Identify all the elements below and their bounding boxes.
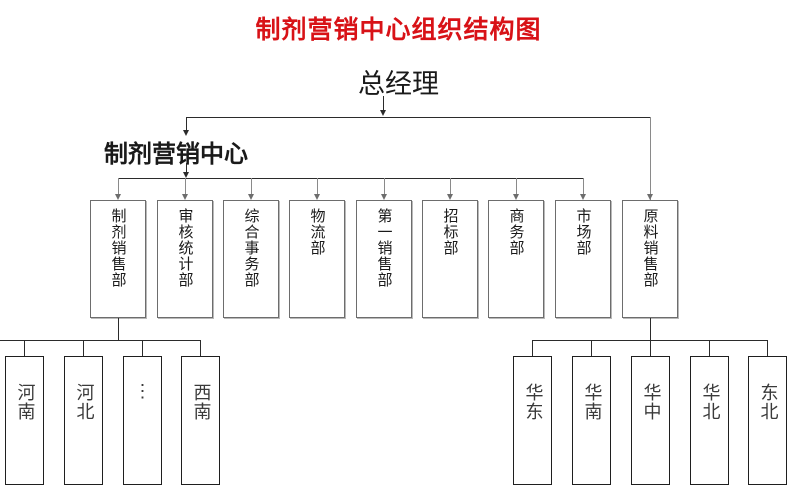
region-label-right-4: 东北 [757, 383, 779, 421]
region-box-left-3[interactable]: 西南 [181, 356, 220, 485]
dept-box-6[interactable]: 商务部 [488, 200, 544, 318]
dept-label-5: 招标部 [441, 208, 460, 256]
region-label-right-3: 华北 [699, 383, 721, 421]
connector-drop-raw-material-sales [650, 117, 651, 200]
dept-box-0[interactable]: 制剂销售部 [90, 200, 146, 318]
connector-drop-region-left-2 [142, 340, 143, 356]
region-box-right-2[interactable]: 华中 [631, 356, 670, 485]
connector-drop-region-left-3 [200, 340, 201, 356]
arrow-dept-5 [446, 194, 453, 200]
region-box-left-2[interactable]: ⋮ [123, 356, 162, 485]
dept-label-7: 市场部 [574, 208, 593, 256]
dept-box-4[interactable]: 第一销售部 [356, 200, 412, 318]
dept-box-2[interactable]: 综合事务部 [223, 200, 279, 318]
region-box-right-1[interactable]: 华南 [572, 356, 611, 485]
connector-drop-dept-1 [185, 178, 186, 196]
dept-label-4: 第一销售部 [375, 208, 394, 288]
node-general-manager: 总经理 [358, 69, 439, 100]
region-box-left-0[interactable]: 河南 [5, 356, 44, 485]
node-marketing-center: 制剂营销中心 [104, 139, 248, 168]
arrow-dept-2 [247, 194, 254, 200]
connector-bus-left-regions [0, 340, 201, 341]
arrow-dept-6 [512, 194, 519, 200]
region-label-right-1: 华南 [581, 383, 603, 421]
page-title: 制剂营销中心组织结构图 [255, 15, 542, 44]
connector-drop-marketing-center [186, 117, 187, 131]
region-box-left-1[interactable]: 河北 [64, 356, 103, 485]
dept-box-3[interactable]: 物流部 [289, 200, 345, 318]
region-box-right-4[interactable]: 东北 [748, 356, 787, 485]
dept-label-6: 商务部 [507, 208, 526, 256]
connector-drop-dept-0 [118, 178, 119, 196]
arrow-dept-7 [579, 194, 586, 200]
connector-drop-dept-5 [450, 178, 451, 196]
connector-stem-right-cluster [650, 318, 651, 340]
connector-drop-dept-4 [384, 178, 385, 196]
dept-label-1: 审核统计部 [176, 208, 195, 288]
dept-label-2: 综合事务部 [242, 208, 261, 288]
arrow-ceo-to-bus [379, 110, 386, 116]
arrow-center-to-dept-bus [182, 172, 189, 178]
connector-ceo-stem [383, 96, 384, 111]
region-label-left-1: 河北 [73, 383, 95, 421]
connector-drop-region-right-2 [650, 340, 651, 356]
region-label-left-3: 西南 [190, 383, 212, 421]
connector-bus-departments [118, 178, 583, 179]
connector-drop-dept-6 [516, 178, 517, 196]
connector-drop-region-left-1 [83, 340, 84, 356]
arrow-dept-4 [380, 194, 387, 200]
connector-drop-region-right-4 [767, 340, 768, 356]
connector-drop-region-right-0 [532, 340, 533, 356]
region-box-right-0[interactable]: 华东 [513, 356, 552, 485]
region-label-left-2: ⋮ [133, 381, 152, 402]
dept-box-1[interactable]: 审核统计部 [157, 200, 213, 318]
arrow-to-raw-material-sales [646, 194, 653, 200]
connector-drop-dept-3 [317, 178, 318, 196]
connector-drop-region-left-0 [24, 340, 25, 356]
region-label-left-0: 河南 [14, 383, 36, 421]
region-box-right-3[interactable]: 华北 [690, 356, 729, 485]
connector-stem-left-cluster [118, 318, 119, 340]
dept-label-3: 物流部 [308, 208, 327, 256]
region-label-right-2: 华中 [640, 383, 662, 421]
dept-label-0: 制剂销售部 [109, 208, 128, 288]
connector-drop-dept-2 [251, 178, 252, 196]
dept-box-7[interactable]: 市场部 [555, 200, 611, 318]
dept-box-5[interactable]: 招标部 [422, 200, 478, 318]
arrow-dept-1 [181, 194, 188, 200]
arrow-dept-3 [313, 194, 320, 200]
region-label-right-0: 华东 [522, 383, 544, 421]
arrow-to-marketing-center [182, 130, 189, 136]
raw-material-sales-label: 原料销售部 [641, 208, 660, 288]
connector-bus-level2 [186, 117, 651, 118]
connector-drop-region-right-3 [709, 340, 710, 356]
arrow-dept-0 [114, 194, 121, 200]
connector-drop-dept-7 [583, 178, 584, 196]
raw-material-sales-box[interactable]: 原料销售部 [622, 200, 678, 318]
connector-center-stem [186, 163, 187, 173]
connector-drop-region-right-1 [591, 340, 592, 356]
